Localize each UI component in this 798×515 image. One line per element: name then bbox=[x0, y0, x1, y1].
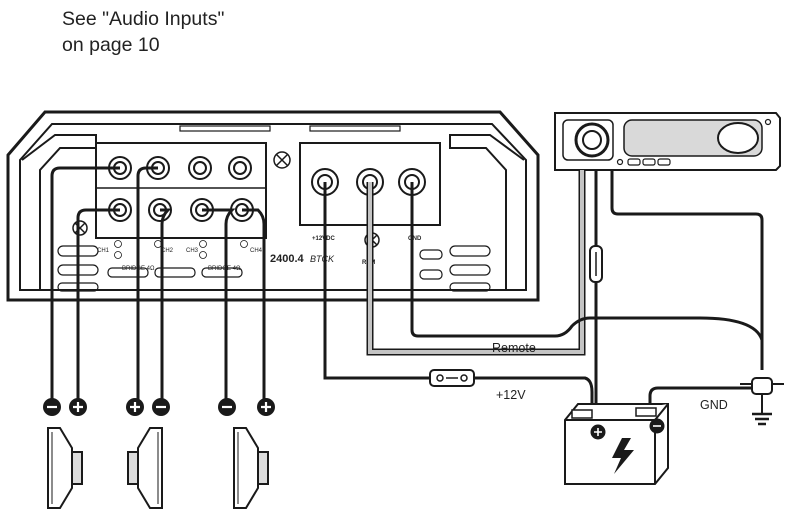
ch4-label: CH4 bbox=[250, 248, 263, 254]
battery bbox=[564, 403, 669, 485]
head-unit-power-wire bbox=[589, 170, 603, 410]
amplifier bbox=[6, 110, 540, 302]
amp-ground-wire bbox=[410, 182, 764, 370]
head-unit-ground-wire bbox=[610, 170, 764, 370]
speaker-wires bbox=[50, 166, 266, 402]
remote-label: Remote bbox=[492, 341, 536, 355]
head-unit bbox=[554, 112, 781, 171]
plus-marker-2 bbox=[126, 398, 144, 416]
note-line-2: on page 10 bbox=[62, 34, 160, 56]
ch3-label: CH3 bbox=[186, 248, 199, 254]
gnd-wire-label: GND bbox=[700, 398, 728, 412]
speaker-2 bbox=[127, 427, 163, 509]
battery-ground-wire bbox=[648, 386, 762, 404]
polarity-markers bbox=[43, 398, 275, 416]
minus-marker-3 bbox=[218, 398, 236, 416]
minus-marker-2 bbox=[152, 398, 170, 416]
speaker-1 bbox=[47, 427, 83, 509]
note-line-1: See "Audio Inputs" bbox=[62, 8, 225, 30]
remote-wire bbox=[366, 170, 586, 356]
speaker-3 bbox=[233, 427, 269, 509]
plus-marker-3 bbox=[257, 398, 275, 416]
model-label: 2400.4 bbox=[270, 253, 305, 265]
ground-junction bbox=[740, 377, 784, 426]
model-suffix: BTCK bbox=[310, 254, 335, 264]
power-wire bbox=[323, 182, 594, 408]
plus-marker-1 bbox=[69, 398, 87, 416]
ch2-label: CH2 bbox=[161, 248, 174, 254]
plus12v-label: +12V bbox=[496, 388, 526, 402]
instruction-note: See "Audio Inputs" on page 10 bbox=[62, 6, 224, 58]
ch1-label: CH1 bbox=[97, 248, 110, 254]
gnd-label-amp: GND bbox=[408, 236, 422, 242]
minus-marker-1 bbox=[43, 398, 61, 416]
